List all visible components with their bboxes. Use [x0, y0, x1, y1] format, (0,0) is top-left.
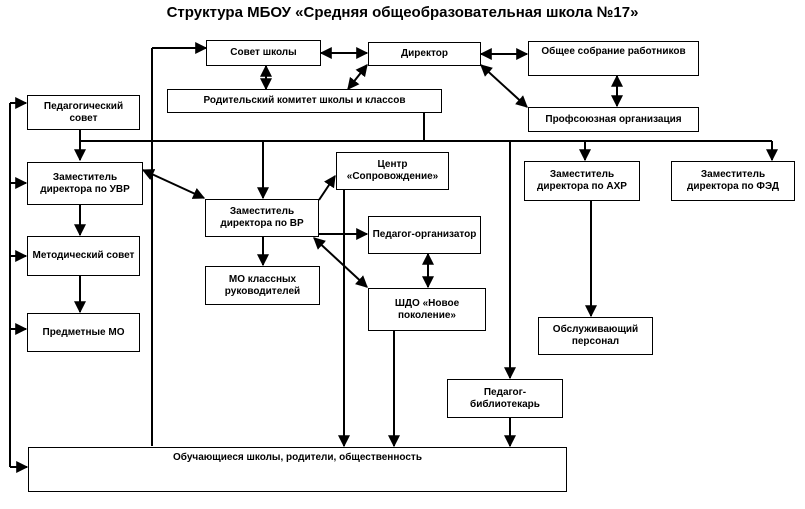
deputy-uvr-box: Заместитель директора по УВР — [27, 162, 143, 205]
page-title: Структура МБОУ «Средняя общеобразователь… — [166, 4, 639, 21]
ped-council-box: Педагогический совет — [27, 95, 140, 130]
parent-committee-box: Родительский комитет школы и классов — [167, 89, 442, 113]
shdo-box: ШДО «Новое поколение» — [368, 288, 486, 331]
subject-mo-box: Предметные МО — [27, 313, 140, 352]
students-box: Обучающиеся школы, родители, общественно… — [28, 447, 567, 492]
trade-union-box: Профсоюзная организация — [528, 107, 699, 132]
deputy-fed-box: Заместитель директора по ФЭД — [671, 161, 795, 201]
method-council-box: Методический совет — [27, 236, 140, 276]
ped-organizer-box: Педагог-организатор — [368, 216, 481, 254]
support-center-box: Центр «Сопровождение» — [336, 152, 449, 190]
mo-class-box: МО классных руководителей — [205, 266, 320, 305]
general-meeting-box: Общее собрание работников — [528, 41, 699, 76]
school-council-box: Совет школы — [206, 40, 321, 66]
service-staff-box: Обслуживающий персонал — [538, 317, 653, 355]
librarian-box: Педагог-библиотекарь — [447, 379, 563, 418]
deputy-ahr-box: Заместитель директора по АХР — [524, 161, 640, 201]
director-box: Директор — [368, 42, 481, 66]
deputy-vr-box: Заместитель директора по ВР — [205, 199, 319, 237]
